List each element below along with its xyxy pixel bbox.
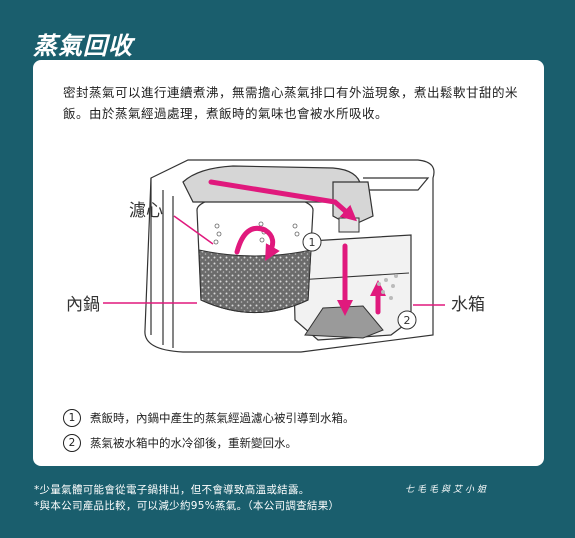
label-inner-pot: 內鍋 — [66, 295, 100, 315]
steam-recovery-diagram: 濾心 內鍋 水箱 1 2 — [66, 159, 485, 353]
step-text: 煮飯時，內鍋中產生的蒸氣經過濾心被引導到水箱。 — [90, 410, 355, 425]
steps-list: 1 煮飯時，內鍋中產生的蒸氣經過濾心被引導到水箱。 2 蒸氣被水箱中的水冷卻後，… — [63, 405, 523, 455]
intro-paragraph: 密封蒸氣可以進行連續煮沸，無需擔心蒸氣排口有外溢現象，煮出鬆軟甘甜的米飯。由於蒸… — [63, 85, 519, 121]
water-tank — [292, 234, 412, 341]
footnotes: *少量氣體可能會從電子鍋排出，但不會導致高溫或結露。 *與本公司產品比較，可以減… — [34, 482, 339, 514]
step-item: 1 煮飯時，內鍋中產生的蒸氣經過濾心被引導到水箱。 — [63, 405, 523, 430]
marker-2: 2 — [397, 310, 417, 330]
page-title: 蒸氣回收 — [33, 32, 133, 60]
signature: 七毛毛與艾小姐 — [405, 485, 490, 495]
step-number: 1 — [63, 408, 81, 427]
marker-1-number: 1 — [309, 236, 316, 249]
marker-1: 1 — [302, 232, 322, 252]
label-filter: 濾心 — [129, 201, 163, 221]
label-water-tank: 水箱 — [451, 295, 485, 315]
marker-2-number: 2 — [404, 314, 411, 327]
step-number: 2 — [63, 433, 81, 452]
steam-flow-arrows — [208, 179, 387, 317]
step-text: 蒸氣被水箱中的水冷卻後，重新變回水。 — [90, 435, 297, 450]
content-card: 密封蒸氣可以進行連續煮沸，無需擔心蒸氣排口有外溢現象，煮出鬆軟甘甜的米飯。由於蒸… — [33, 60, 544, 466]
bubbles — [377, 274, 398, 300]
footnote: *少量氣體可能會從電子鍋排出，但不會導致高溫或結露。 — [34, 484, 310, 496]
leader-lines — [103, 215, 445, 306]
step-item: 2 蒸氣被水箱中的水冷卻後，重新變回水。 — [63, 430, 523, 455]
inner-pot — [196, 193, 314, 313]
footnote: *與本公司產品比較，可以減少約95%蒸氣。（本公司調查結果） — [34, 500, 340, 512]
